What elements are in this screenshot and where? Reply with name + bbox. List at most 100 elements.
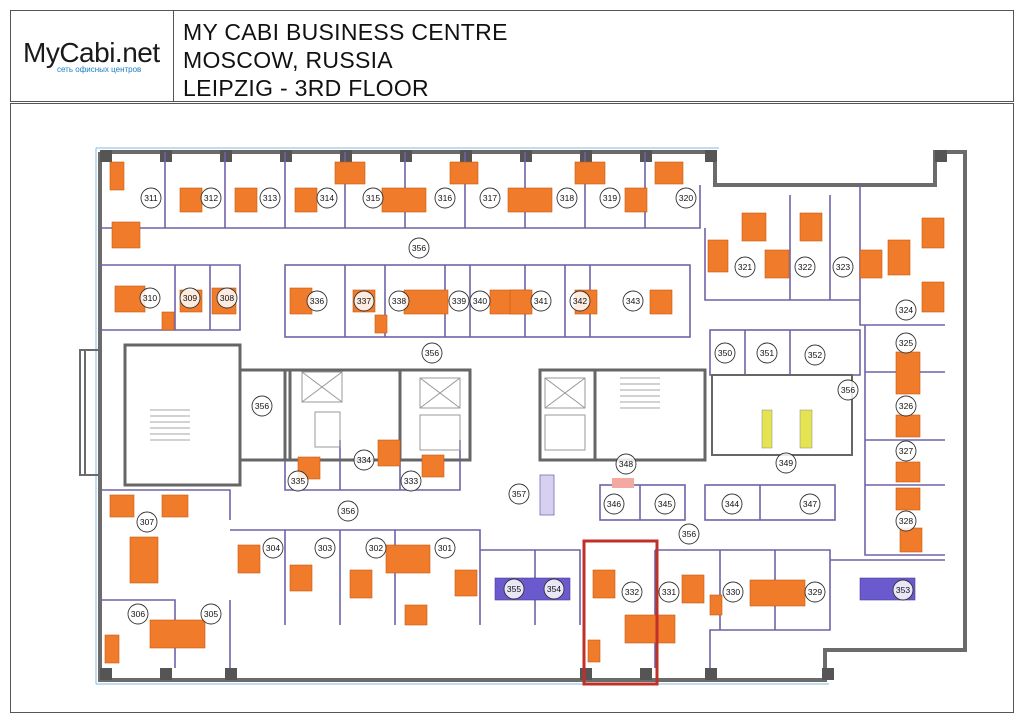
city-country: MOSCOW, RUSSIA: [183, 47, 393, 73]
room-label-r356c: 356: [251, 395, 273, 417]
room-label-circle: [421, 342, 443, 364]
room-label-r329: 329: [804, 581, 826, 603]
stairs: [150, 377, 660, 441]
room-label-circle: [408, 237, 430, 259]
room-number: 306: [131, 609, 145, 619]
room-label-circle: [200, 187, 222, 209]
room-label-r330: 330: [722, 581, 744, 603]
room-label-circle: [556, 187, 578, 209]
room-label-circle: [599, 187, 621, 209]
room-label-r303: 303: [314, 537, 336, 559]
room-label-circle: [259, 187, 281, 209]
room-label-circle: [658, 581, 680, 603]
room-label-circle: [799, 493, 821, 515]
room-label-r319: 319: [599, 187, 621, 209]
room-number: 308: [220, 293, 234, 303]
room-number: 327: [899, 446, 913, 456]
room-label-circle: [365, 537, 387, 559]
room-label-circle: [200, 603, 222, 625]
room-number: 303: [318, 543, 332, 553]
room-number: 339: [452, 296, 466, 306]
room-number: 304: [266, 543, 280, 553]
room-number: 344: [725, 499, 739, 509]
room-label-r307: 307: [136, 511, 158, 533]
room-label-circle: [543, 578, 565, 600]
room-number: 341: [534, 296, 548, 306]
room-label-circle: [722, 581, 744, 603]
room-label-r343: 343: [622, 290, 644, 312]
room-label-r344: 344: [721, 493, 743, 515]
room-number: 305: [204, 609, 218, 619]
room-number: 328: [899, 516, 913, 526]
room-label-r313: 313: [259, 187, 281, 209]
room-label-r333: 333: [400, 470, 422, 492]
room-label-circle: [448, 290, 470, 312]
room-label-r349: 349: [775, 452, 797, 474]
room-number: 323: [836, 262, 850, 272]
room-number: 334: [357, 455, 371, 465]
room-number: 325: [899, 338, 913, 348]
room-label-r317: 317: [479, 187, 501, 209]
room-label-r301: 301: [434, 537, 456, 559]
room-number: 310: [143, 293, 157, 303]
room-label-circle: [603, 493, 625, 515]
room-number: 317: [483, 193, 497, 203]
room-number: 337: [357, 296, 371, 306]
room-number: 342: [573, 296, 587, 306]
title-block: MyCabi.net сеть офисных центров MY CABI …: [10, 10, 1014, 102]
room-label-r327: 327: [895, 440, 917, 462]
room-number: 356: [412, 243, 426, 253]
room-label-r336: 336: [306, 290, 328, 312]
curtain-window: [95, 147, 829, 685]
desks: [104, 161, 945, 664]
room-label-r348: 348: [615, 453, 637, 475]
room-label-circle: [362, 187, 384, 209]
room-number: 343: [626, 296, 640, 306]
room-label-r357: 357: [508, 483, 530, 505]
reception-desk: [539, 474, 555, 516]
room-label-circle: [721, 493, 743, 515]
utility-area: [612, 374, 853, 488]
room-number: 324: [899, 305, 913, 315]
room-label-r310: 310: [139, 287, 161, 309]
room-label-circle: [615, 453, 637, 475]
room-label-r356f: 356: [837, 379, 859, 401]
room-label-circle: [140, 187, 162, 209]
room-label-r345: 345: [654, 493, 676, 515]
room-label-circle: [139, 287, 161, 309]
room-number: 356: [425, 348, 439, 358]
room-label-circle: [804, 581, 826, 603]
room-label-r356a: 356: [408, 237, 430, 259]
centre-name: MY CABI BUSINESS CENTRE: [183, 19, 508, 45]
room-label-circle: [434, 187, 456, 209]
room-label-r309: 309: [179, 287, 201, 309]
room-label-r315: 315: [362, 187, 384, 209]
room-label-circle: [508, 483, 530, 505]
room-label-circle: [337, 500, 359, 522]
room-label-circle: [895, 510, 917, 532]
room-number: 320: [679, 193, 693, 203]
room-label-circle: [892, 579, 914, 601]
room-label-r311: 311: [140, 187, 162, 209]
floor-name: LEIPZIG - 3RD FLOOR: [183, 75, 429, 101]
room-label-circle: [400, 470, 422, 492]
room-label-r322: 322: [794, 256, 816, 278]
room-label-circle: [678, 523, 700, 545]
room-number: 313: [263, 193, 277, 203]
room-label-circle: [136, 511, 158, 533]
room-label-r326: 326: [895, 395, 917, 417]
room-label-circle: [479, 187, 501, 209]
room-number: 356: [341, 506, 355, 516]
room-label-circle: [530, 290, 552, 312]
room-label-circle: [832, 256, 854, 278]
room-label-circle: [804, 344, 826, 366]
room-number: 350: [718, 348, 732, 358]
room-label-circle: [127, 603, 149, 625]
room-number: 329: [808, 587, 822, 597]
room-number: 332: [625, 587, 639, 597]
room-number: 302: [369, 543, 383, 553]
room-number: 312: [204, 193, 218, 203]
logo-text: MyCabi.net: [23, 37, 160, 68]
